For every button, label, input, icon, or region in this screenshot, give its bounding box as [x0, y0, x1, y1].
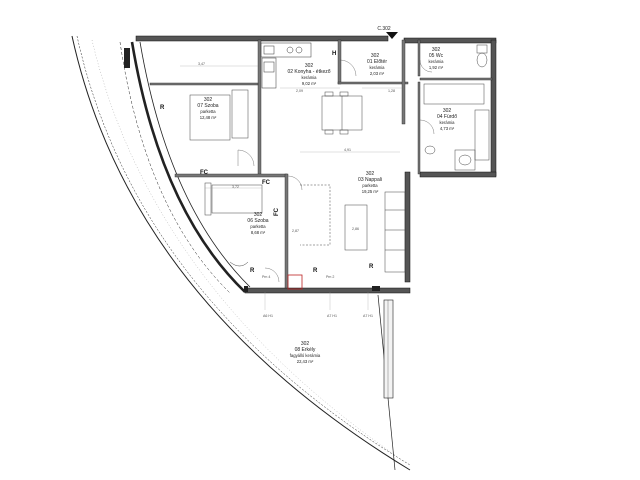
room-01-name: 01 Előtér — [367, 59, 387, 65]
room-04-name: 04 Fürdő — [437, 114, 457, 120]
room-08-number: 302 — [301, 341, 310, 347]
dim-1: 3,47 — [198, 62, 205, 66]
room-05-number: 302 — [432, 47, 441, 53]
room-label-08: 302 08 Erkély fagyálló kerámia 22,43 m² — [290, 341, 321, 364]
r-mark-1: R — [160, 105, 165, 111]
room-04-number: 302 — [443, 108, 452, 114]
fc-mark-2: FC — [262, 180, 271, 186]
room-label-01: 302 01 Előtér kerámia 2,03 m² — [367, 53, 387, 76]
room-01-area: 2,03 m² — [370, 71, 385, 76]
room-label-05: 302 05 Wc kerámia 1,92 m² — [429, 47, 445, 70]
dim-7: 2,87 — [292, 229, 299, 233]
room-03-number: 302 — [366, 171, 375, 177]
h-mark: H — [332, 51, 336, 57]
balcony-edge — [71, 35, 411, 471]
section-marker-label: C.302 — [377, 26, 391, 32]
room-06-number: 302 — [254, 212, 263, 218]
room-03-finish: parketta — [362, 183, 378, 188]
fc-mark-3: FC — [274, 207, 280, 216]
balcony-right-wall — [377, 294, 396, 471]
room-07-finish: parketta — [200, 109, 216, 114]
room-06-area: 8,68 m² — [251, 230, 266, 235]
dim-5: 3,72 — [232, 185, 239, 189]
r-mark-3: R — [313, 268, 318, 274]
room-05-name: 05 Wc — [429, 53, 444, 59]
r-mark-2: R — [250, 268, 255, 274]
section-marker: C.302 — [377, 26, 398, 39]
room-03-area: 19,25 m² — [362, 189, 379, 194]
room-04-finish: kerámia — [440, 120, 456, 125]
fc-mark-1: FC — [200, 170, 209, 176]
dim-3: 1,28 — [388, 89, 395, 93]
pm4-label: Pm 4 — [262, 275, 270, 279]
room-08-name: 08 Erkély — [295, 347, 316, 353]
room-06-finish: parketta — [250, 224, 266, 229]
room-07-area: 12,48 m² — [200, 115, 217, 120]
pm2-label: Pm 2 — [326, 275, 334, 279]
living-furniture — [300, 184, 406, 273]
door-swings — [237, 59, 435, 283]
interior-walls — [149, 39, 493, 289]
bathroom-fixtures — [423, 44, 490, 171]
dim-4: 4,91 — [344, 148, 351, 152]
room-07-number: 302 — [204, 97, 213, 103]
room-label-02: 302 02 Konyha - étkező kerámia 9,02 m² — [287, 63, 330, 86]
opening-a7-right: A7 H1 — [363, 314, 373, 318]
room-05-area: 1,92 m² — [429, 65, 444, 70]
room-02-finish: kerámia — [302, 75, 318, 80]
room-label-06: 302 06 Szoba parketta 8,68 m² — [247, 212, 268, 235]
room-02-area: 9,02 m² — [302, 81, 317, 86]
room-label-03: 302 03 Nappali parketta 19,25 m² — [358, 171, 382, 194]
room-01-number: 302 — [371, 53, 380, 59]
room-06-name: 06 Szoba — [247, 218, 268, 224]
room-02-name: 02 Konyha - étkező — [287, 69, 330, 75]
kitchen-counter — [260, 42, 312, 89]
opening-a6: A6 H1 — [263, 314, 273, 318]
window-marks — [124, 48, 380, 292]
room-01-finish: kerámia — [370, 65, 386, 70]
room-02-number: 302 — [305, 63, 314, 69]
bed-07 — [189, 89, 249, 141]
dimension-lines — [180, 65, 402, 310]
room-08-finish: fagyálló kerámia — [290, 353, 321, 358]
room-08-area: 22,43 m² — [297, 359, 314, 364]
room-03-name: 03 Nappali — [358, 177, 382, 183]
room-07-name: 07 Szoba — [197, 103, 218, 109]
bed-06 — [204, 182, 263, 267]
room-04-area: 4,73 m² — [440, 126, 455, 131]
opening-a7-left: A7 H1 — [327, 314, 337, 318]
dim-2: 2,09 — [296, 89, 303, 93]
room-label-07: 302 07 Szoba parketta 12,48 m² — [197, 97, 218, 120]
dim-6: 2,86 — [352, 227, 359, 231]
curved-facade — [119, 41, 251, 294]
exterior-walls — [135, 35, 497, 294]
room-label-04: 302 04 Fürdő kerámia 4,73 m² — [437, 108, 457, 131]
r-mark-4: R — [369, 264, 374, 270]
room-05-finish: kerámia — [429, 59, 445, 64]
dining-table — [321, 91, 363, 135]
